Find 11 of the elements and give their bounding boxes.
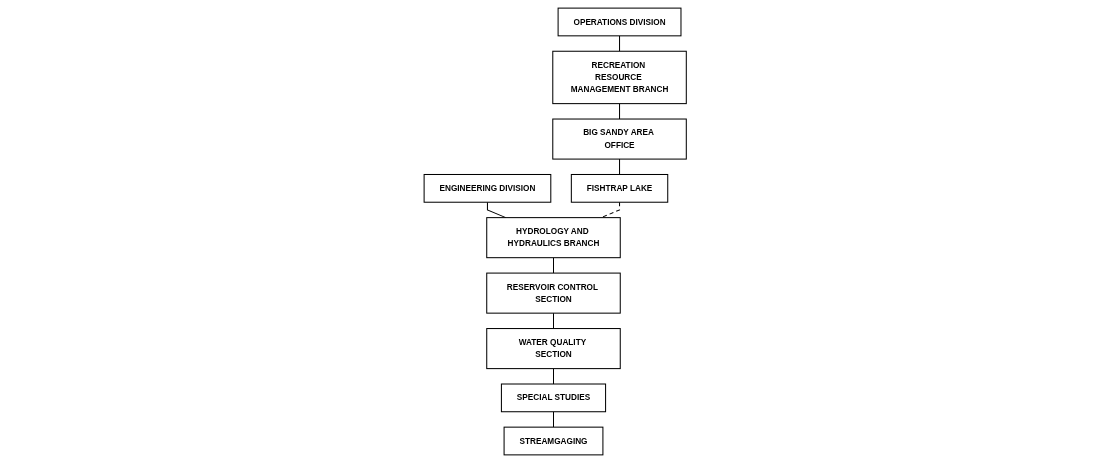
- node-box: SPECIAL STUDIES: [500, 383, 606, 413]
- node-box: FISHTRAP LAKE: [570, 173, 669, 203]
- node-box: RESERVOIR CONTROL SECTION: [486, 272, 621, 314]
- node-box: STREAMGAGING: [503, 426, 604, 456]
- node-box: WATER QUALITY SECTION: [486, 328, 621, 370]
- node-box: RECREATION RESOURCE MANAGEMENT BRANCH: [552, 50, 687, 105]
- node-box: ENGINEERING DIVISION: [423, 173, 552, 203]
- node-box: OPERATIONS DIVISION: [557, 7, 682, 37]
- connector: [618, 35, 620, 52]
- node-box: HYDROLOGY AND HYDRAULICS BRANCH: [486, 217, 621, 259]
- node-box: BIG SANDY AREA OFFICE: [552, 118, 687, 160]
